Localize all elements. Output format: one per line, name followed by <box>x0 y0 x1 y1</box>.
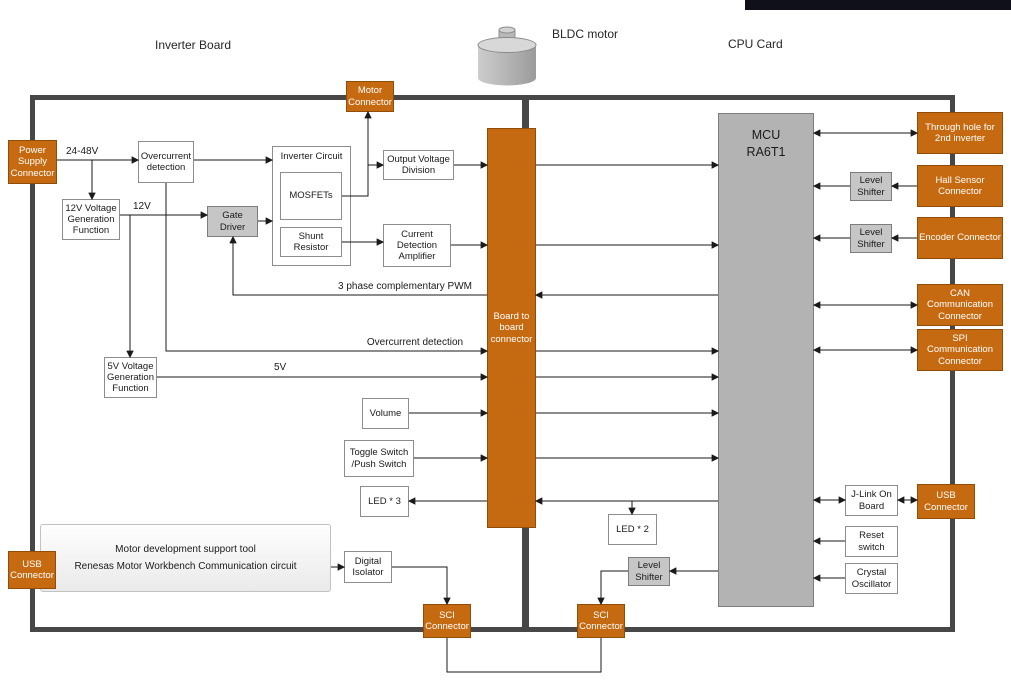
motor-connector: Motor Connector <box>346 81 394 112</box>
label-pwm: 3 phase complementary PWM <box>338 281 472 292</box>
led2-box: LED * 2 <box>608 514 657 545</box>
usb-connector-inverter: USB Connector <box>8 551 56 589</box>
encoder-connector: Encoder Connector <box>917 217 1003 259</box>
bldc-motor-title: BLDC motor <box>552 27 619 41</box>
top-right-bar <box>745 0 1011 10</box>
bldc-motor-graphic <box>477 26 537 86</box>
jlink-on-board-box: J-Link On Board <box>845 485 898 516</box>
inverter-board-title: Inverter Board <box>155 38 232 52</box>
label-5v: 5V <box>274 362 287 373</box>
sci-connector-inverter: SCI Connector <box>423 604 471 638</box>
board-to-board-connector: Board to board connector <box>487 128 536 528</box>
volume-box: Volume <box>362 398 409 429</box>
cpu-card-title: CPU Card <box>728 37 783 51</box>
label-12v: 12V <box>133 201 151 212</box>
v5-generation-box: 5V Voltage Generation Function <box>104 357 157 398</box>
support-tool-subtitle: Renesas Motor Workbench Communication ci… <box>74 560 297 572</box>
hall-sensor-connector: Hall Sensor Connector <box>917 165 1003 207</box>
digital-isolator-box: Digital Isolator <box>344 551 392 583</box>
toggle-switch-box: Toggle Switch /Push Switch <box>344 440 414 477</box>
spi-communication-connector: SPI Communication Connector <box>917 329 1003 371</box>
shunt-resistor-box: Shunt Resistor <box>280 227 342 257</box>
current-detection-amplifier-box: Current Detection Amplifier <box>383 224 451 267</box>
level-shifter-encoder: Level Shifter <box>850 224 892 253</box>
through-hole-2nd-inverter: Through hole for 2nd inverter <box>917 112 1003 154</box>
label-24-48v: 24-48V <box>66 146 99 157</box>
mosfets-box: MOSFETs <box>280 172 342 220</box>
support-tool-title: Motor development support tool <box>115 543 256 555</box>
mcu-ra6t1-box: MCU RA6T1 <box>718 113 814 607</box>
can-communication-connector: CAN Communication Connector <box>917 284 1003 326</box>
level-shifter-sci: Level Shifter <box>628 557 670 586</box>
v12-generation-box: 12V Voltage Generation Function <box>62 199 120 240</box>
sci-connector-cpu: SCI Connector <box>577 604 625 638</box>
overcurrent-detection-box: Overcurrent detection <box>138 141 194 183</box>
support-tool-box: Motor development support tool Renesas M… <box>40 524 331 592</box>
output-voltage-division-box: Output Voltage Division <box>383 150 454 180</box>
power-supply-connector: Power Supply Connector <box>8 140 57 184</box>
usb-connector-cpu: USB Connector <box>917 484 975 519</box>
reset-switch-box: Reset switch <box>845 526 898 557</box>
gate-driver-box: Gate Driver <box>207 206 258 237</box>
crystal-oscillator-box: Crystal Oscillator <box>845 563 898 594</box>
level-shifter-hall: Level Shifter <box>850 172 892 201</box>
label-overcurrent-signal: Overcurrent detection <box>366 337 464 348</box>
led3-box: LED * 3 <box>360 486 409 517</box>
